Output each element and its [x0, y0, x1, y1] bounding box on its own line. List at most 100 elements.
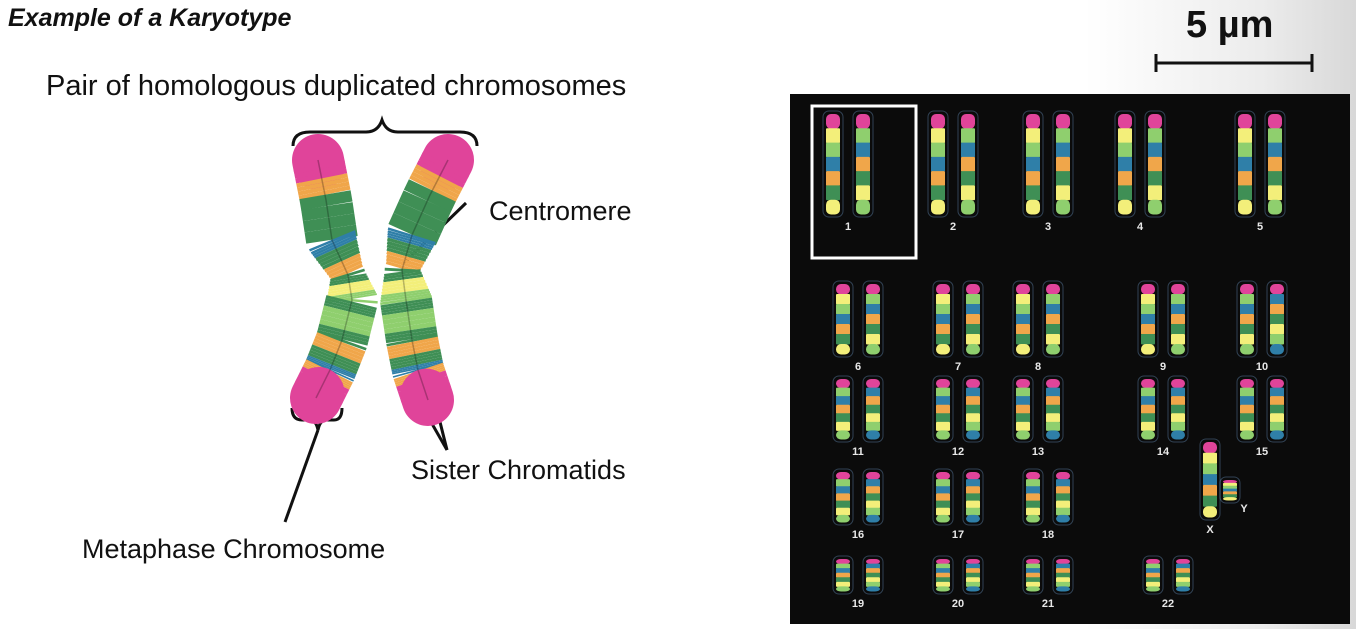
karyotype-chromosome-band	[931, 199, 945, 215]
karyotype-chromosome-band	[1026, 559, 1040, 565]
right-chromosome-band	[418, 156, 467, 184]
karyotype-chromosome-band	[836, 304, 850, 315]
karyotype-chromosome-band	[1056, 563, 1070, 569]
karyotype-chromosome-outline	[1199, 438, 1221, 521]
left-chromosome-band	[309, 349, 359, 372]
karyotype-chromosome-band	[1171, 413, 1185, 423]
metaphase-pointer-line	[283, 429, 320, 523]
left-chromosome-band	[299, 190, 353, 211]
karyotype-chromosome-band	[1240, 324, 1254, 335]
karyotype-chromosome-band	[1016, 413, 1030, 423]
karyotype-chromosome-band	[1046, 344, 1060, 355]
karyotype-chromosome-band	[866, 294, 880, 305]
karyotype-chromosome-band	[1203, 463, 1217, 475]
scale-bar	[1154, 54, 1314, 72]
karyotype-chromosome-outline	[1052, 468, 1074, 526]
karyotype-chromosome-band	[1176, 577, 1190, 583]
karyotype-chromosome-band	[1148, 199, 1162, 215]
karyotype-chromosome-band	[826, 185, 840, 201]
right-chromosome-band	[390, 354, 442, 368]
karyotype-chromosome-band	[1268, 114, 1282, 129]
karyotype-chromosome-outline	[1042, 280, 1064, 358]
karyotype-chromosome-band	[836, 324, 850, 335]
karyotype-chromosome-band	[961, 171, 975, 186]
karyotype-chromosome-band	[836, 486, 850, 494]
karyotype-chromosome-band	[836, 568, 850, 574]
karyotype-chromosome-outline	[1022, 468, 1044, 526]
karyotype-chromosome-band	[1148, 142, 1162, 158]
karyotype-chromosome-outline	[862, 280, 884, 358]
karyotype-chromosome-band	[1270, 404, 1284, 414]
karyotype-chromosome-band	[1026, 185, 1040, 201]
karyotype-chromosome-band	[966, 344, 980, 355]
karyotype-chromosome-outline	[862, 555, 884, 595]
karyotype-chromosome-outline	[832, 280, 854, 358]
karyotype-chromosome-band	[1240, 334, 1254, 345]
karyotype-chromosome-band	[1240, 404, 1254, 414]
karyotype-chromosome-band	[1171, 334, 1185, 345]
right-chromosome-band	[388, 342, 440, 357]
karyotype-chromosome-band	[1026, 500, 1040, 509]
left-chromosome-band	[330, 268, 366, 282]
right-chromosome-band	[400, 368, 454, 426]
karyotype-chromosome-band	[866, 572, 880, 578]
karyotype-chromosome-band	[1118, 142, 1132, 158]
karyotype-label-5: 5	[1257, 221, 1263, 233]
karyotype-chromosome-band	[1270, 334, 1284, 345]
right-chromosome-band	[386, 247, 427, 262]
left-chromosome-chromatid-split	[315, 159, 353, 399]
karyotype-chromosome-outline	[1142, 555, 1164, 595]
karyotype-chromosome-band	[1270, 413, 1284, 423]
left-chromosome-band	[310, 347, 360, 370]
karyotype-chromosome-band	[1171, 379, 1185, 389]
right-chromosome-band	[382, 307, 435, 321]
karyotype-chromosome-band	[936, 324, 950, 335]
left-chromosome-band	[294, 164, 347, 179]
karyotype-chromosome-band	[1270, 387, 1284, 397]
karyotype-label-9: 9	[1160, 361, 1166, 373]
karyotype-chromosome-band	[1268, 185, 1282, 201]
karyotype-chromosome-band	[836, 334, 850, 345]
karyotype-label-3: 3	[1045, 221, 1051, 233]
karyotype-chromosome-band	[856, 114, 870, 129]
karyotype-chromosome-band	[1268, 156, 1282, 172]
karyotype-chromosome-outline	[1219, 476, 1241, 504]
karyotype-chromosome-band	[1016, 379, 1030, 389]
karyotype-chromosome-band	[961, 142, 975, 158]
left-chromosome-band	[296, 173, 348, 188]
karyotype-chromosome-band	[1171, 294, 1185, 305]
karyotype-chromosome-band	[1203, 452, 1217, 464]
right-chromosome-band	[386, 254, 424, 268]
karyotype-chromosome-band	[836, 421, 850, 431]
left-chromosome-band	[307, 355, 357, 376]
left-chromosome	[290, 134, 378, 424]
karyotype-chromosome-band	[836, 472, 850, 480]
karyotype-chromosome-band	[866, 404, 880, 414]
karyotype-chromosome-band	[1203, 474, 1217, 486]
left-chromosome-band	[313, 338, 363, 361]
karyotype-label-1: 1	[845, 221, 851, 233]
karyotype-chromosome-outline	[1022, 555, 1044, 595]
karyotype-chromosome-band	[836, 284, 850, 295]
karyotype-chromosome-band	[936, 413, 950, 423]
karyotype-chromosome-band	[1240, 294, 1254, 305]
left-chromosome-band	[312, 234, 357, 257]
karyotype-chromosome-band	[1056, 479, 1070, 487]
karyotype-chromosome-band	[1056, 586, 1070, 592]
karyotype-chromosome-band	[1176, 563, 1190, 569]
karyotype-chromosome-outline	[957, 110, 979, 218]
karyotype-chromosome-band	[1203, 506, 1217, 518]
karyotype-chromosome-band	[966, 396, 980, 406]
karyotype-chromosome-band	[866, 507, 880, 516]
karyotype-chromosome-band	[1056, 142, 1070, 158]
left-chromosome-band	[310, 231, 357, 255]
karyotype-chromosome-band	[1176, 559, 1190, 565]
karyotype-chromosome-outline	[1012, 375, 1034, 443]
karyotype-label-13: 13	[1032, 446, 1044, 458]
karyotype-chromosome-band	[1046, 284, 1060, 295]
left-chromosome-band	[315, 239, 358, 262]
karyotype-chromosome-band	[936, 559, 950, 565]
karyotype-chromosome-outline	[832, 375, 854, 443]
karyotype-chromosome-band	[1270, 430, 1284, 440]
